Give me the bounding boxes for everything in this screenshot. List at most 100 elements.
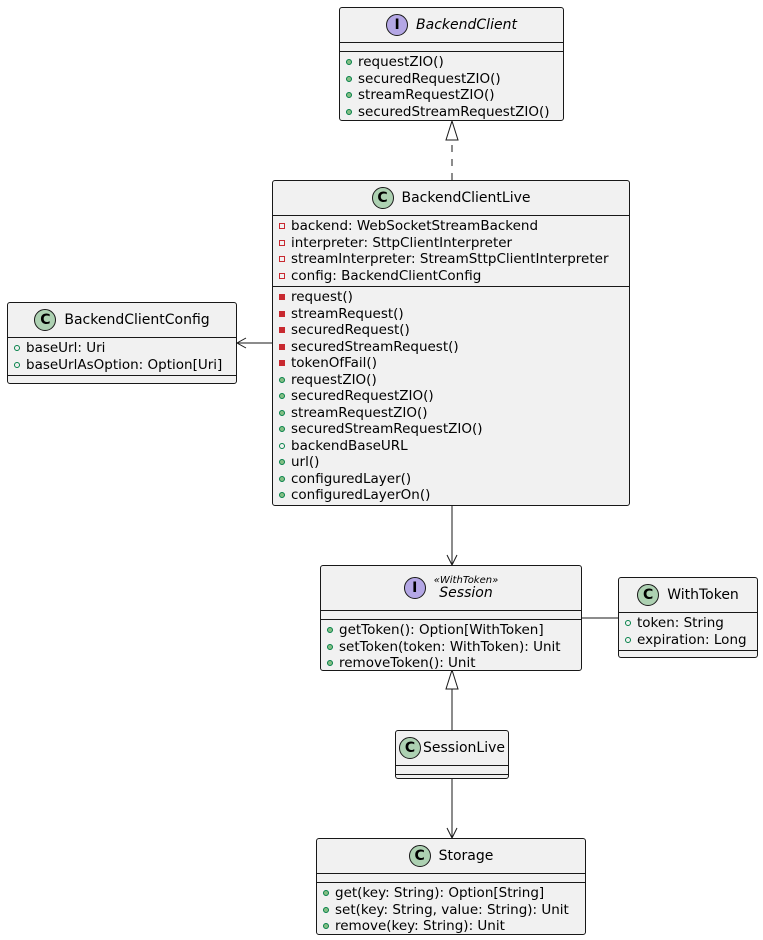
public-method-icon bbox=[279, 393, 285, 400]
fields-section: baseUrl: Uri baseUrlAsOption: Option[Uri… bbox=[8, 337, 236, 375]
private-field-icon bbox=[279, 256, 285, 263]
method-row: get(key: String): Option[String] bbox=[323, 885, 579, 902]
method-row: set(key: String, value: String): Unit bbox=[323, 902, 579, 919]
public-method-icon bbox=[327, 643, 333, 650]
public-method-icon bbox=[327, 627, 333, 634]
public-method-icon bbox=[279, 376, 285, 383]
private-method-icon bbox=[279, 360, 285, 367]
private-method-icon bbox=[279, 294, 285, 301]
realization-arrowhead bbox=[445, 119, 459, 141]
private-method-icon bbox=[279, 327, 285, 334]
public-method-icon bbox=[346, 75, 352, 82]
session-live-class: C SessionLive bbox=[395, 730, 509, 779]
method-row: tokenOfFail() bbox=[279, 355, 623, 372]
public-method-icon bbox=[279, 409, 285, 416]
method-row: securedStreamRequest() bbox=[279, 339, 623, 356]
field-row: interpreter: SttpClientInterpreter bbox=[279, 235, 623, 252]
interface-badge-icon: I bbox=[403, 577, 426, 599]
methods-section: getToken(): Option[WithToken] setToken(t… bbox=[321, 619, 581, 674]
session-header: I «WithToken» Session bbox=[321, 566, 581, 610]
method-row: remove(key: String): Unit bbox=[323, 918, 579, 935]
public-method-icon bbox=[279, 426, 285, 433]
public-field-icon bbox=[14, 345, 20, 352]
method-row: getToken(): Option[WithToken] bbox=[327, 622, 575, 639]
method-row: requestZIO() bbox=[279, 372, 623, 389]
backend-client-interface: I BackendClient requestZIO() securedRequ… bbox=[339, 7, 564, 121]
fields-section bbox=[317, 873, 585, 882]
method-row: streamRequestZIO() bbox=[346, 87, 557, 104]
class-name: BackendClientLive bbox=[401, 190, 531, 206]
public-method-icon bbox=[323, 906, 329, 913]
methods-section: request() streamRequest() securedRequest… bbox=[273, 286, 629, 506]
interface-badge-icon: I bbox=[386, 14, 409, 36]
methods-section bbox=[8, 375, 236, 384]
fields-section: backend: WebSocketStreamBackend interpre… bbox=[273, 215, 629, 286]
public-method-icon bbox=[323, 923, 329, 930]
generalization-arrowhead bbox=[445, 668, 459, 690]
method-row: request() bbox=[279, 289, 623, 306]
field-row: backendBaseURL bbox=[279, 438, 623, 455]
field-row: backend: WebSocketStreamBackend bbox=[279, 218, 623, 235]
class-name: SessionLive bbox=[423, 740, 506, 756]
field-row: expiration: Long bbox=[625, 632, 751, 649]
method-row: requestZIO() bbox=[346, 54, 557, 71]
method-row: streamRequestZIO() bbox=[279, 405, 623, 422]
public-method-icon bbox=[346, 92, 352, 99]
private-field-icon bbox=[279, 272, 285, 279]
method-row: removeToken(): Unit bbox=[327, 655, 575, 672]
method-row: securedRequestZIO() bbox=[346, 71, 557, 88]
with-token-header: C WithToken bbox=[619, 578, 757, 612]
public-method-icon bbox=[279, 492, 285, 499]
stereotype-label: «WithToken» bbox=[433, 574, 499, 586]
method-row: securedRequestZIO() bbox=[279, 388, 623, 405]
class-badge-icon: C bbox=[399, 737, 421, 759]
with-token-class: C WithToken token: String expiration: Lo… bbox=[618, 577, 758, 658]
session-interface: I «WithToken» Session getToken(): Option… bbox=[320, 565, 582, 671]
public-method-icon bbox=[279, 459, 285, 466]
class-name: WithToken bbox=[667, 587, 739, 603]
methods-section: requestZIO() securedRequestZIO() streamR… bbox=[340, 51, 563, 122]
method-row: setToken(token: WithToken): Unit bbox=[327, 639, 575, 656]
field-row: baseUrlAsOption: Option[Uri] bbox=[14, 357, 230, 374]
session-live-header: C SessionLive bbox=[396, 731, 508, 765]
private-method-icon bbox=[279, 310, 285, 317]
backend-client-live-header: C BackendClientLive bbox=[273, 181, 629, 215]
private-field-icon bbox=[279, 223, 285, 230]
class-badge-icon: C bbox=[637, 584, 660, 606]
fields-section bbox=[396, 765, 508, 774]
method-row: streamRequest() bbox=[279, 306, 623, 323]
public-field-icon bbox=[279, 442, 285, 449]
class-name: Session bbox=[439, 584, 493, 601]
private-method-icon bbox=[279, 343, 285, 350]
methods-section: get(key: String): Option[String] set(key… bbox=[317, 882, 585, 937]
public-method-icon bbox=[346, 59, 352, 66]
config-association-arrowhead bbox=[235, 337, 247, 349]
backend-client-config-class: C BackendClientConfig baseUrl: Uri baseU… bbox=[7, 302, 237, 384]
class-badge-icon: C bbox=[408, 845, 431, 867]
private-field-icon bbox=[279, 239, 285, 246]
storage-class: C Storage get(key: String): Option[Strin… bbox=[316, 838, 586, 935]
public-field-icon bbox=[625, 636, 631, 643]
field-row: baseUrl: Uri bbox=[14, 340, 230, 357]
backend-client-header: I BackendClient bbox=[340, 8, 563, 42]
public-method-icon bbox=[279, 475, 285, 482]
field-row: config: BackendClientConfig bbox=[279, 268, 623, 285]
public-method-icon bbox=[323, 890, 329, 897]
method-row: securedStreamRequestZIO() bbox=[279, 421, 623, 438]
class-name: BackendClientConfig bbox=[64, 312, 210, 328]
class-name: Storage bbox=[438, 848, 494, 864]
method-row: configuredLayer() bbox=[279, 471, 623, 488]
methods-section bbox=[619, 650, 757, 659]
method-row: url() bbox=[279, 454, 623, 471]
backend-client-config-header: C BackendClientConfig bbox=[8, 303, 236, 337]
method-row: securedStreamRequestZIO() bbox=[346, 104, 557, 121]
methods-section bbox=[396, 774, 508, 783]
method-row: configuredLayerOn() bbox=[279, 487, 623, 504]
class-badge-icon: C bbox=[34, 309, 57, 331]
public-method-icon bbox=[327, 660, 333, 667]
class-badge-icon: C bbox=[371, 187, 394, 209]
backend-client-live-class: C BackendClientLive backend: WebSocketSt… bbox=[272, 180, 630, 506]
storage-header: C Storage bbox=[317, 839, 585, 873]
method-row: securedRequest() bbox=[279, 322, 623, 339]
fields-section bbox=[321, 610, 581, 619]
